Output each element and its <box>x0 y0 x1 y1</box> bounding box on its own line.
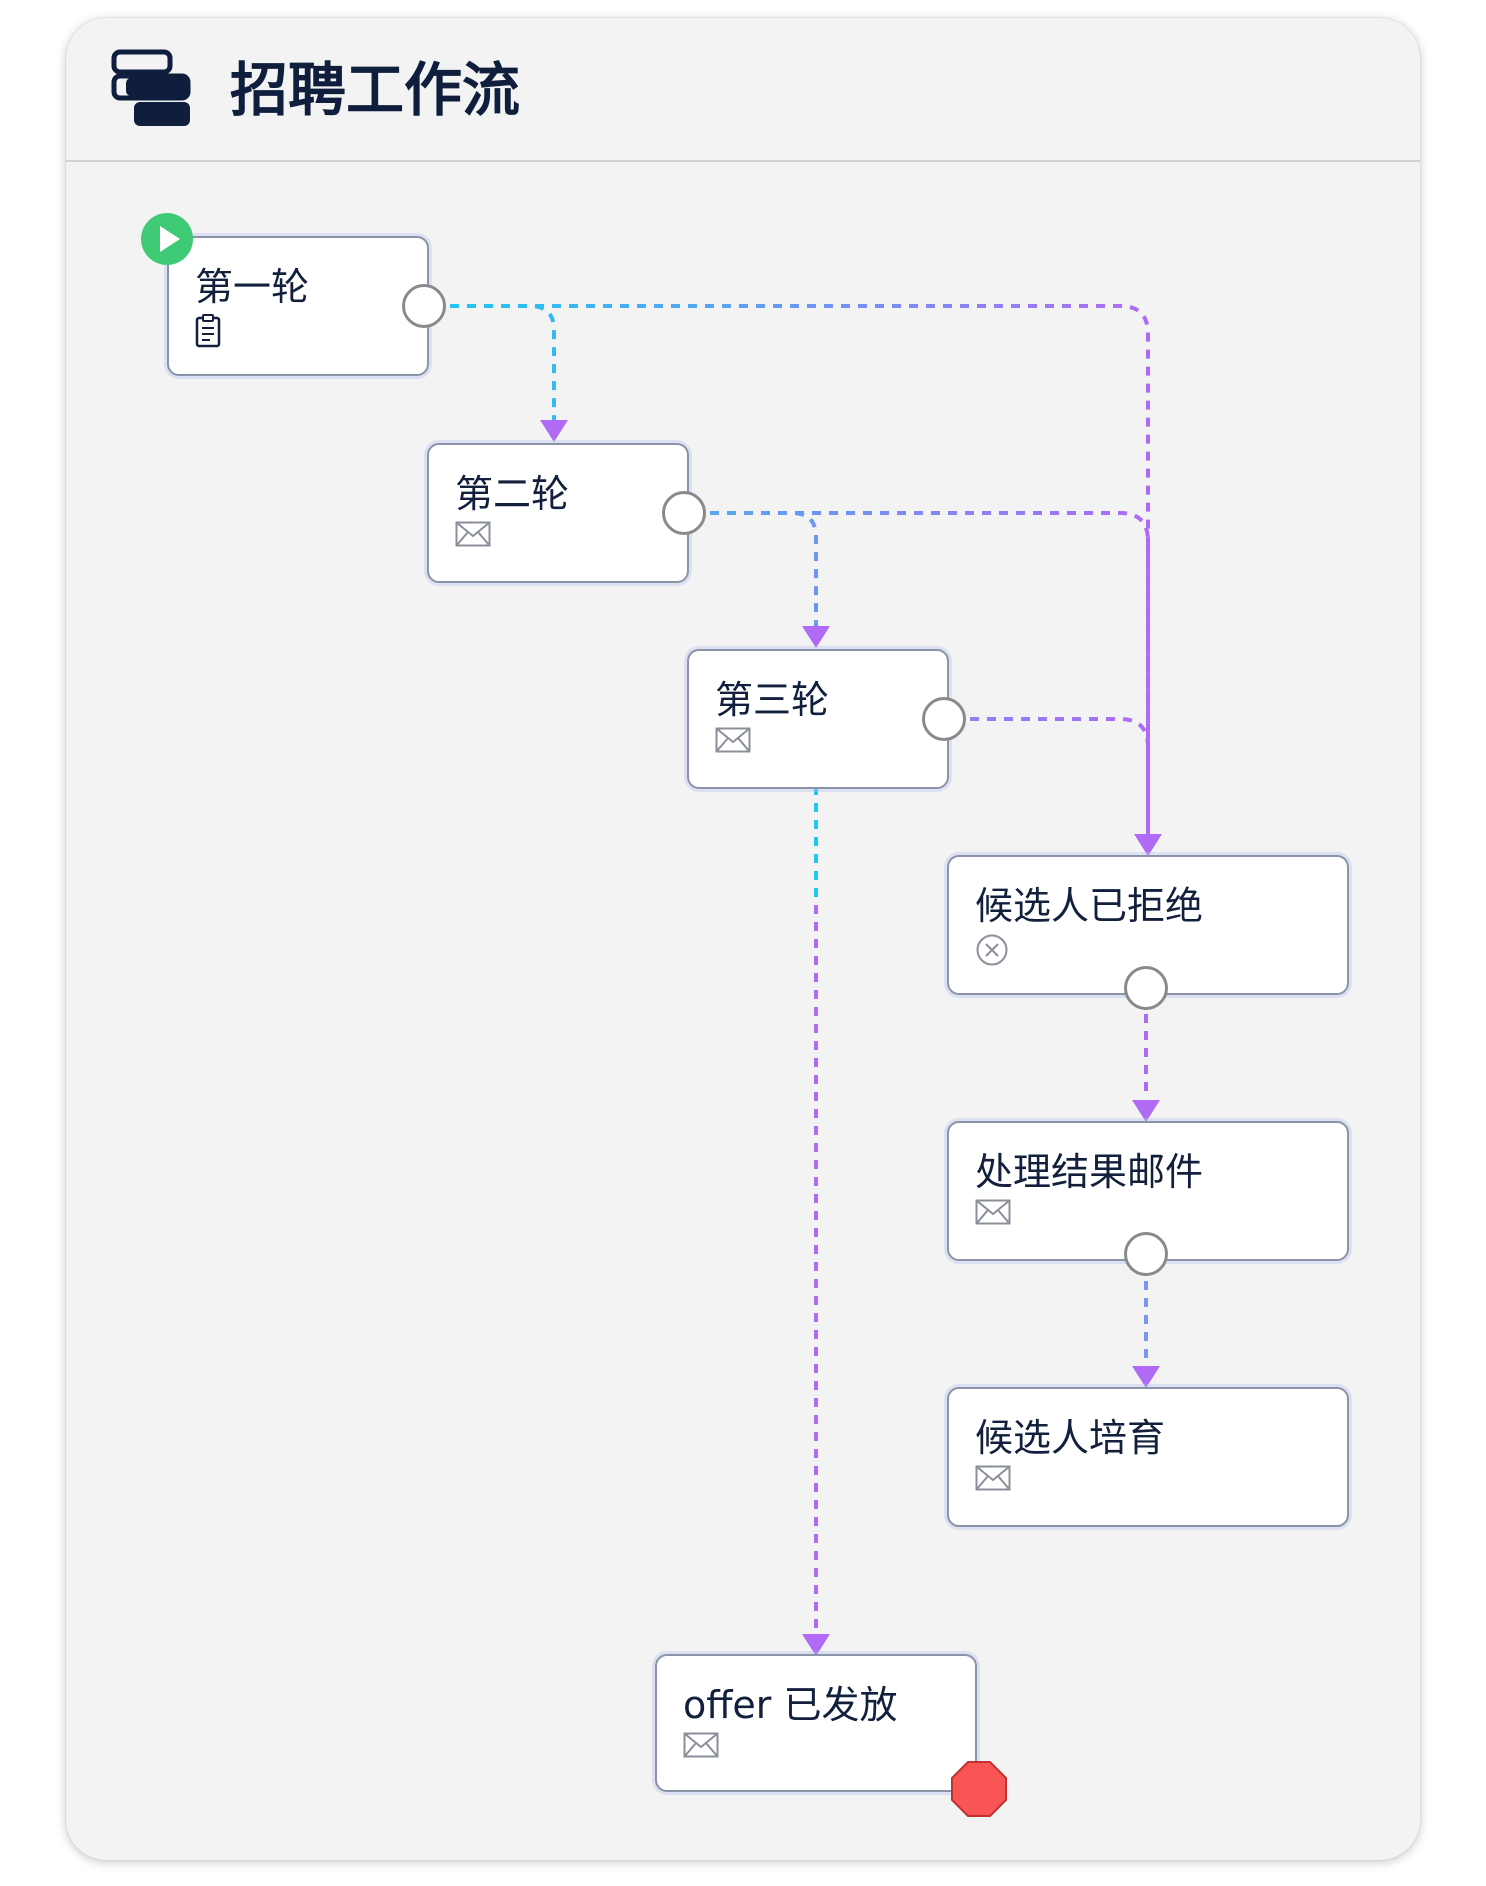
stop-octagon-icon <box>951 1761 1007 1817</box>
workflow-layers-icon <box>111 49 191 126</box>
node-round1[interactable]: 第一轮 <box>167 236 429 376</box>
mail-icon <box>683 1732 719 1758</box>
node-round3[interactable]: 第三轮 <box>687 649 949 789</box>
mail-icon <box>455 521 491 547</box>
close-circle-icon <box>976 934 1008 966</box>
node-label: 候选人培育 <box>975 1416 1166 1460</box>
mail-icon <box>975 1465 1011 1491</box>
node-round1-output-port[interactable] <box>402 284 446 328</box>
node-label: offer 已发放 <box>683 1683 898 1727</box>
workflow-header: 招聘工作流 <box>66 18 1420 162</box>
node-round2[interactable]: 第二轮 <box>427 443 689 583</box>
node-label: 候选人已拒绝 <box>975 884 1204 928</box>
node-round3-output-port[interactable] <box>922 697 966 741</box>
node-label: 第二轮 <box>455 472 570 516</box>
play-circle-icon <box>141 213 193 265</box>
node-label: 处理结果邮件 <box>975 1150 1204 1194</box>
mail-icon <box>715 727 751 753</box>
workflow-title: 招聘工作流 <box>230 56 521 124</box>
mail-icon <box>975 1199 1011 1225</box>
node-round2-output-port[interactable] <box>662 491 706 535</box>
node-label: 第一轮 <box>195 265 310 309</box>
node-result-mail[interactable]: 处理结果邮件 <box>947 1121 1349 1261</box>
clipboard-icon <box>195 314 221 348</box>
node-result-mail-output-port[interactable] <box>1124 1232 1168 1276</box>
node-offer[interactable]: offer 已发放 <box>655 1654 977 1792</box>
node-nurture[interactable]: 候选人培育 <box>947 1387 1349 1527</box>
node-label: 第三轮 <box>715 678 830 722</box>
node-rejected-output-port[interactable] <box>1124 966 1168 1010</box>
